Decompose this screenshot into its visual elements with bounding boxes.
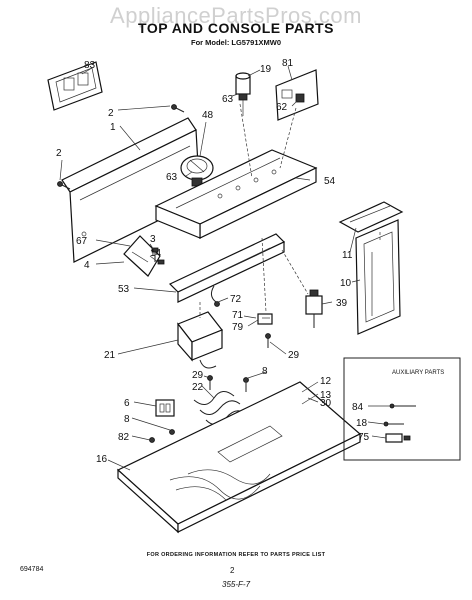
- handwritten-note: 355-F-7: [222, 580, 251, 589]
- part-75-connector[interactable]: [385, 433, 411, 443]
- callout-72: 72: [230, 294, 242, 305]
- part-19-knob[interactable]: [235, 72, 251, 116]
- callout-16: 16: [96, 454, 108, 465]
- callout-63: 63: [222, 94, 234, 105]
- callout-82: 82: [118, 432, 130, 443]
- callout-1: 1: [110, 122, 116, 133]
- leader-lines: [59, 65, 390, 471]
- callout-83: 83: [84, 60, 96, 71]
- auxiliary-parts-label: AUXILIARY PARTS: [392, 370, 444, 376]
- callout-22: 22: [192, 382, 204, 393]
- callout-18: 18: [356, 418, 368, 429]
- part-81-switch[interactable]: [275, 69, 319, 121]
- callout-8: 8: [262, 366, 268, 377]
- part-21-motor[interactable]: [177, 311, 223, 369]
- callout-53: 53: [118, 284, 130, 295]
- callout-62: 62: [276, 102, 288, 113]
- auxiliary-parts-box: [343, 357, 461, 461]
- callout-54: 54: [324, 176, 336, 187]
- page-title: TOP AND CONSOLE PARTS: [138, 20, 334, 36]
- part-14-clip[interactable]: [157, 259, 165, 265]
- callout-79: 79: [232, 322, 244, 333]
- part-72-wire[interactable]: [210, 285, 220, 307]
- part-16-top-panel[interactable]: [116, 381, 362, 534]
- callout-84: 84: [352, 402, 364, 413]
- part-3-clip[interactable]: [151, 247, 159, 262]
- part-6-terminal-block[interactable]: [155, 399, 175, 417]
- callout-3: 3: [150, 234, 156, 245]
- page-number: 2: [230, 566, 235, 575]
- callout-2-left: 2: [56, 148, 62, 159]
- callout-14: 14: [150, 248, 162, 259]
- callout-12: 12: [320, 376, 332, 387]
- callout-13: 13: [320, 390, 332, 401]
- callout-2: 2: [108, 108, 114, 119]
- callout-67: 67: [76, 236, 88, 247]
- model-subtitle: For Model: LG5791XMW0: [190, 38, 281, 47]
- callout-48: 48: [202, 110, 214, 121]
- callout-29: 29: [288, 350, 300, 361]
- part-54-console-frame[interactable]: [154, 149, 318, 239]
- part-53-rail[interactable]: [168, 233, 286, 303]
- callout-63-lower: 63: [166, 172, 178, 183]
- callout-29-lower: 29: [192, 370, 204, 381]
- part-84-screw[interactable]: [389, 403, 416, 409]
- part-8-bolt-left[interactable]: [169, 429, 175, 435]
- callout-11: 11: [342, 250, 353, 261]
- part-11-panel[interactable]: [338, 201, 404, 233]
- part-79-switch[interactable]: [257, 313, 273, 325]
- callout-8-left: 8: [124, 414, 130, 425]
- callout-4: 4: [84, 260, 90, 271]
- part-4-end-cap[interactable]: [123, 235, 161, 277]
- callout-19: 19: [260, 64, 272, 75]
- watermark: AppliancePartsPros.com: [110, 3, 362, 28]
- callout-39: 39: [336, 298, 348, 309]
- document-number: 694784: [20, 566, 44, 573]
- part-39-thermostat[interactable]: [305, 289, 323, 328]
- callout-71: 71: [232, 310, 244, 321]
- part-2-screw[interactable]: [171, 104, 185, 113]
- part-2-screw-left[interactable]: [57, 181, 71, 190]
- callout-81: 81: [282, 58, 294, 69]
- part-82-screw[interactable]: [149, 437, 155, 443]
- callout-6: 6: [124, 398, 130, 409]
- callout-21: 21: [104, 350, 116, 361]
- ordering-note: FOR ORDERING INFORMATION REFER TO PARTS …: [146, 552, 326, 558]
- callout-75: 75: [358, 432, 370, 443]
- part-18-clip[interactable]: [383, 421, 404, 427]
- callout-10: 10: [340, 278, 352, 289]
- part-29-screw[interactable]: [265, 333, 271, 349]
- part-10-panel[interactable]: [355, 219, 401, 335]
- callout-30: 30: [320, 398, 332, 409]
- part-8-bolt[interactable]: [243, 377, 249, 393]
